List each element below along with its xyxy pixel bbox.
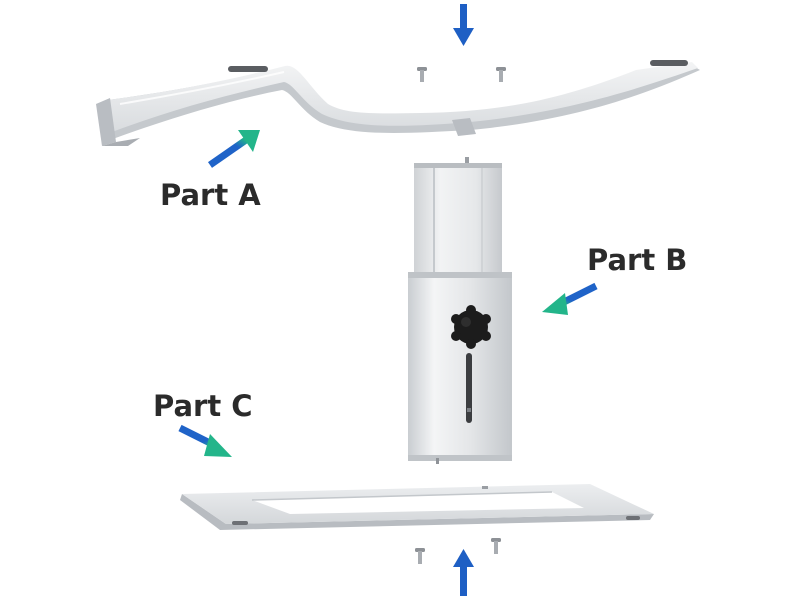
- arrow-icon: [208, 130, 260, 168]
- screw-icon: [415, 548, 425, 564]
- arrow-icon: [542, 282, 598, 315]
- arrow-icon: [453, 4, 474, 46]
- part-a-label: Part A: [160, 178, 261, 212]
- knob-icon: [451, 305, 491, 349]
- part-a-tray: [96, 60, 700, 146]
- arrow-icon: [178, 424, 232, 457]
- part-c-base: [180, 484, 654, 530]
- arrow-icon: [453, 549, 474, 596]
- screw-icon: [417, 67, 427, 82]
- part-b-post: [408, 157, 512, 464]
- screw-icon: [496, 67, 506, 82]
- part-b-label: Part B: [587, 243, 687, 277]
- screw-icon: [491, 538, 501, 554]
- part-c-label: Part C: [153, 389, 253, 423]
